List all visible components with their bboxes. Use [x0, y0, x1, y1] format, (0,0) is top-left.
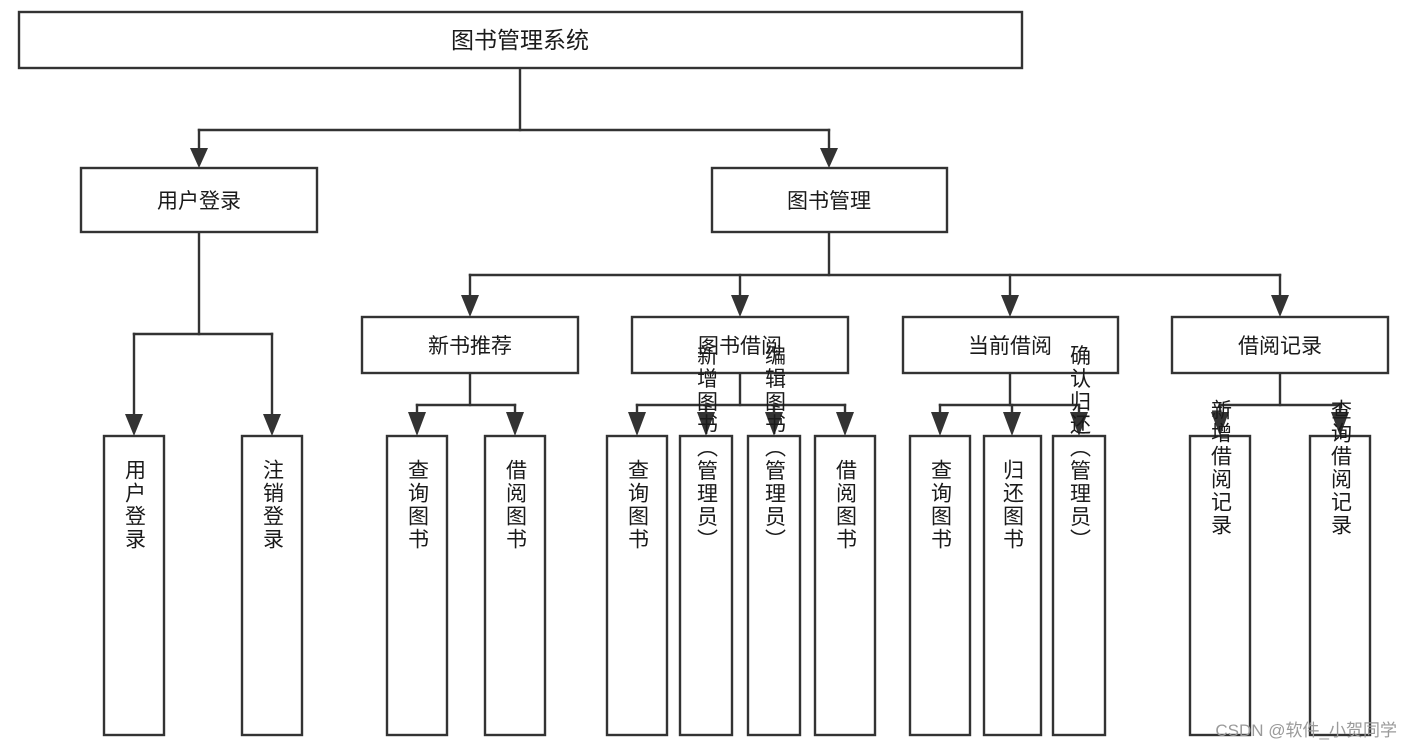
arrow-leaf-return-book: [1003, 412, 1021, 436]
node-new-book-recommend[interactable]: 新书推荐: [360, 315, 580, 375]
node-leaf-edit-book[interactable]: 编辑图书（管理员）: [746, 345, 802, 737]
node-root-label: 图书管理系统: [451, 27, 589, 53]
node-leaf-return-book-label: 归还图书: [1001, 459, 1025, 551]
node-leaf-borrow-book-1[interactable]: 借阅图书: [483, 434, 547, 737]
node-new-book-recommend-box[interactable]: [360, 315, 580, 375]
arrow-to-user-login: [190, 148, 208, 168]
node-leaf-query-book-2-box[interactable]: [605, 434, 669, 737]
node-leaf-confirm-return[interactable]: 确认归还（管理员）: [1051, 345, 1107, 737]
arrow-leaf-edit-book: [765, 412, 783, 436]
node-leaf-add-borrow-record-label: 新增借阅记录: [1209, 399, 1233, 537]
arrow-to-borrow-record: [1271, 295, 1289, 317]
node-current-borrow-label: 当前借阅: [968, 335, 1052, 358]
node-leaf-borrow-book-2-box[interactable]: [813, 434, 877, 737]
node-book-manage-box[interactable]: [710, 166, 949, 234]
node-leaf-query-book-2[interactable]: 查询图书: [605, 434, 669, 737]
node-leaf-query-book-1-label: 查询图书: [406, 459, 430, 551]
connector-layer: [125, 66, 1349, 436]
node-leaf-query-book-3[interactable]: 查询图书: [908, 434, 972, 737]
arrow-leaf-add-borrow-record: [1211, 412, 1229, 436]
node-leaf-query-borrow-record-box[interactable]: [1308, 434, 1372, 737]
node-leaf-edit-book-label: 编辑图书（管理员）: [763, 345, 787, 552]
node-user-login-box[interactable]: [79, 166, 319, 234]
node-new-book-recommend-label: 新书推荐: [428, 335, 512, 358]
node-book-manage-label: 图书管理: [787, 190, 871, 213]
node-borrow-record-label: 借阅记录: [1238, 335, 1322, 358]
node-leaf-borrow-book-1-label: 借阅图书: [504, 459, 528, 551]
arrow-leaf-borrow-book-1: [506, 412, 524, 436]
node-user-login-label: 用户登录: [157, 190, 241, 213]
node-leaf-return-book[interactable]: 归还图书: [982, 434, 1043, 737]
node-leaf-add-book-box[interactable]: [678, 434, 734, 737]
node-leaf-user-login-box[interactable]: [102, 434, 166, 737]
node-leaf-user-login-label: 用户登录: [123, 459, 147, 551]
arrow-leaf-logout-login: [263, 414, 281, 436]
node-leaf-confirm-return-label: 确认归还（管理员）: [1068, 345, 1092, 552]
node-leaf-logout-login-box[interactable]: [240, 434, 304, 737]
node-leaf-logout-login[interactable]: 注销登录: [240, 434, 304, 737]
node-leaf-return-book-box[interactable]: [982, 434, 1043, 737]
node-leaf-logout-login-label: 注销登录: [261, 459, 285, 551]
node-root-box[interactable]: [17, 10, 1024, 70]
node-root[interactable]: 图书管理系统: [17, 10, 1024, 70]
node-leaf-add-book-label: 新增图书（管理员）: [695, 345, 719, 552]
arrow-leaf-query-book-3: [931, 412, 949, 436]
arrow-to-new-book-recommend: [461, 295, 479, 317]
node-leaf-query-book-3-box[interactable]: [908, 434, 972, 737]
arrow-leaf-borrow-book-2: [836, 412, 854, 436]
node-leaf-query-borrow-record[interactable]: 查询借阅记录: [1308, 399, 1372, 737]
node-book-borrow-label: 图书借阅: [698, 335, 782, 358]
node-leaf-query-book-2-label: 查询图书: [626, 459, 650, 551]
node-user-login[interactable]: 用户登录: [79, 166, 319, 234]
node-current-borrow-box[interactable]: [901, 315, 1120, 375]
arrow-leaf-add-book: [697, 412, 715, 436]
node-borrow-record[interactable]: 借阅记录: [1170, 315, 1390, 375]
node-leaf-borrow-book-2[interactable]: 借阅图书: [813, 434, 877, 737]
node-book-borrow[interactable]: 图书借阅: [630, 315, 850, 375]
node-leaf-query-book-1[interactable]: 查询图书: [385, 434, 449, 737]
node-leaf-query-borrow-record-label: 查询借阅记录: [1329, 399, 1353, 537]
node-leaf-query-book-3-label: 查询图书: [929, 459, 953, 551]
arrow-leaf-user-login: [125, 414, 143, 436]
node-leaf-query-book-1-box[interactable]: [385, 434, 449, 737]
node-current-borrow[interactable]: 当前借阅: [901, 315, 1120, 375]
node-book-borrow-box[interactable]: [630, 315, 850, 375]
node-book-manage[interactable]: 图书管理: [710, 166, 949, 234]
node-leaf-borrow-book-1-box[interactable]: [483, 434, 547, 737]
arrow-leaf-query-borrow-record: [1331, 412, 1349, 436]
arrow-to-book-manage: [820, 148, 838, 168]
node-leaf-add-borrow-record-box[interactable]: [1188, 434, 1252, 737]
node-leaf-edit-book-box[interactable]: [746, 434, 802, 737]
arrow-to-current-borrow: [1001, 295, 1019, 317]
node-leaf-add-borrow-record[interactable]: 新增借阅记录: [1188, 399, 1252, 737]
node-borrow-record-box[interactable]: [1170, 315, 1390, 375]
node-leaf-add-book[interactable]: 新增图书（管理员）: [678, 345, 734, 737]
arrow-to-book-borrow: [731, 295, 749, 317]
node-leaf-confirm-return-box[interactable]: [1051, 434, 1107, 737]
arrow-leaf-confirm-return: [1070, 412, 1088, 436]
arrow-leaf-query-book-2: [628, 412, 646, 436]
node-leaf-borrow-book-2-label: 借阅图书: [834, 459, 858, 551]
arrow-leaf-query-book-1: [408, 412, 426, 436]
node-leaf-user-login[interactable]: 用户登录: [102, 434, 166, 737]
